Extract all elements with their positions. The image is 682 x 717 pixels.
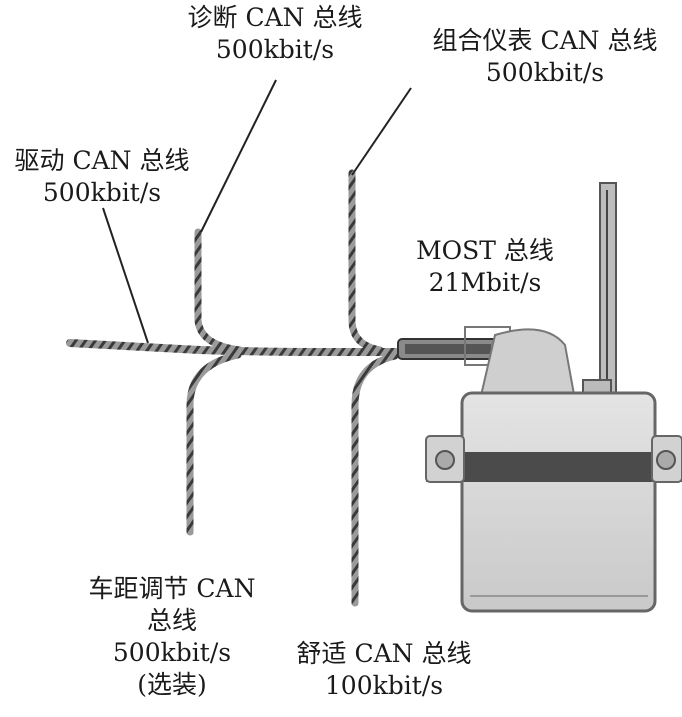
most-bus-name: MOST 总线 (416, 236, 554, 265)
distance-can-rate: 500kbit/s (112, 638, 232, 667)
drive-can-cable (66, 339, 404, 356)
drive-can-rate: 500kbit/s (42, 178, 162, 207)
instrument-can-label: 组合仪表 CAN 总线 500kbit/s (408, 25, 682, 89)
instrument-can-cable (348, 169, 384, 354)
leader-lines (102, 79, 412, 344)
distance-can-optional-note: (选装) (137, 670, 207, 699)
comfort-can-cable (351, 352, 399, 607)
drive-can-name: 驱动 CAN 总线 (14, 146, 190, 175)
gateway-back-plate (478, 328, 577, 401)
distance-can-name-1: 车距调节 CAN (88, 574, 256, 603)
diagnostic-can-name: 诊断 CAN 总线 (187, 3, 363, 32)
drive-can-label: 驱动 CAN 总线 500kbit/s (0, 145, 204, 209)
most-bus-label: MOST 总线 21Mbit/s (395, 235, 575, 299)
diagnostic-can-cable (194, 228, 244, 354)
instrument-can-rate: 500kbit/s (485, 58, 605, 87)
comfort-can-name: 舒适 CAN 总线 (296, 639, 472, 668)
gateway-control-unit (425, 391, 682, 613)
instrument-can-name: 组合仪表 CAN 总线 (432, 26, 658, 55)
diagnostic-leader (200, 79, 277, 233)
distance-can-name-2: 总线 (146, 606, 197, 635)
diagnostic-can-rate: 500kbit/s (215, 35, 335, 64)
comfort-can-rate: 100kbit/s (324, 671, 444, 700)
instrument-leader (351, 87, 412, 176)
drive-leader (102, 207, 149, 344)
comfort-can-label: 舒适 CAN 总线 100kbit/s (268, 638, 500, 702)
antenna-rods (582, 182, 617, 403)
diagnostic-can-label: 诊断 CAN 总线 500kbit/s (160, 2, 390, 66)
gateway-strap (426, 452, 682, 482)
distance-can-cable (186, 351, 242, 536)
cable-bundle (66, 169, 404, 607)
most-bus-rate: 21Mbit/s (428, 268, 542, 297)
distance-can-label: 车距调节 CAN 总线 500kbit/s (选装) (60, 573, 284, 701)
